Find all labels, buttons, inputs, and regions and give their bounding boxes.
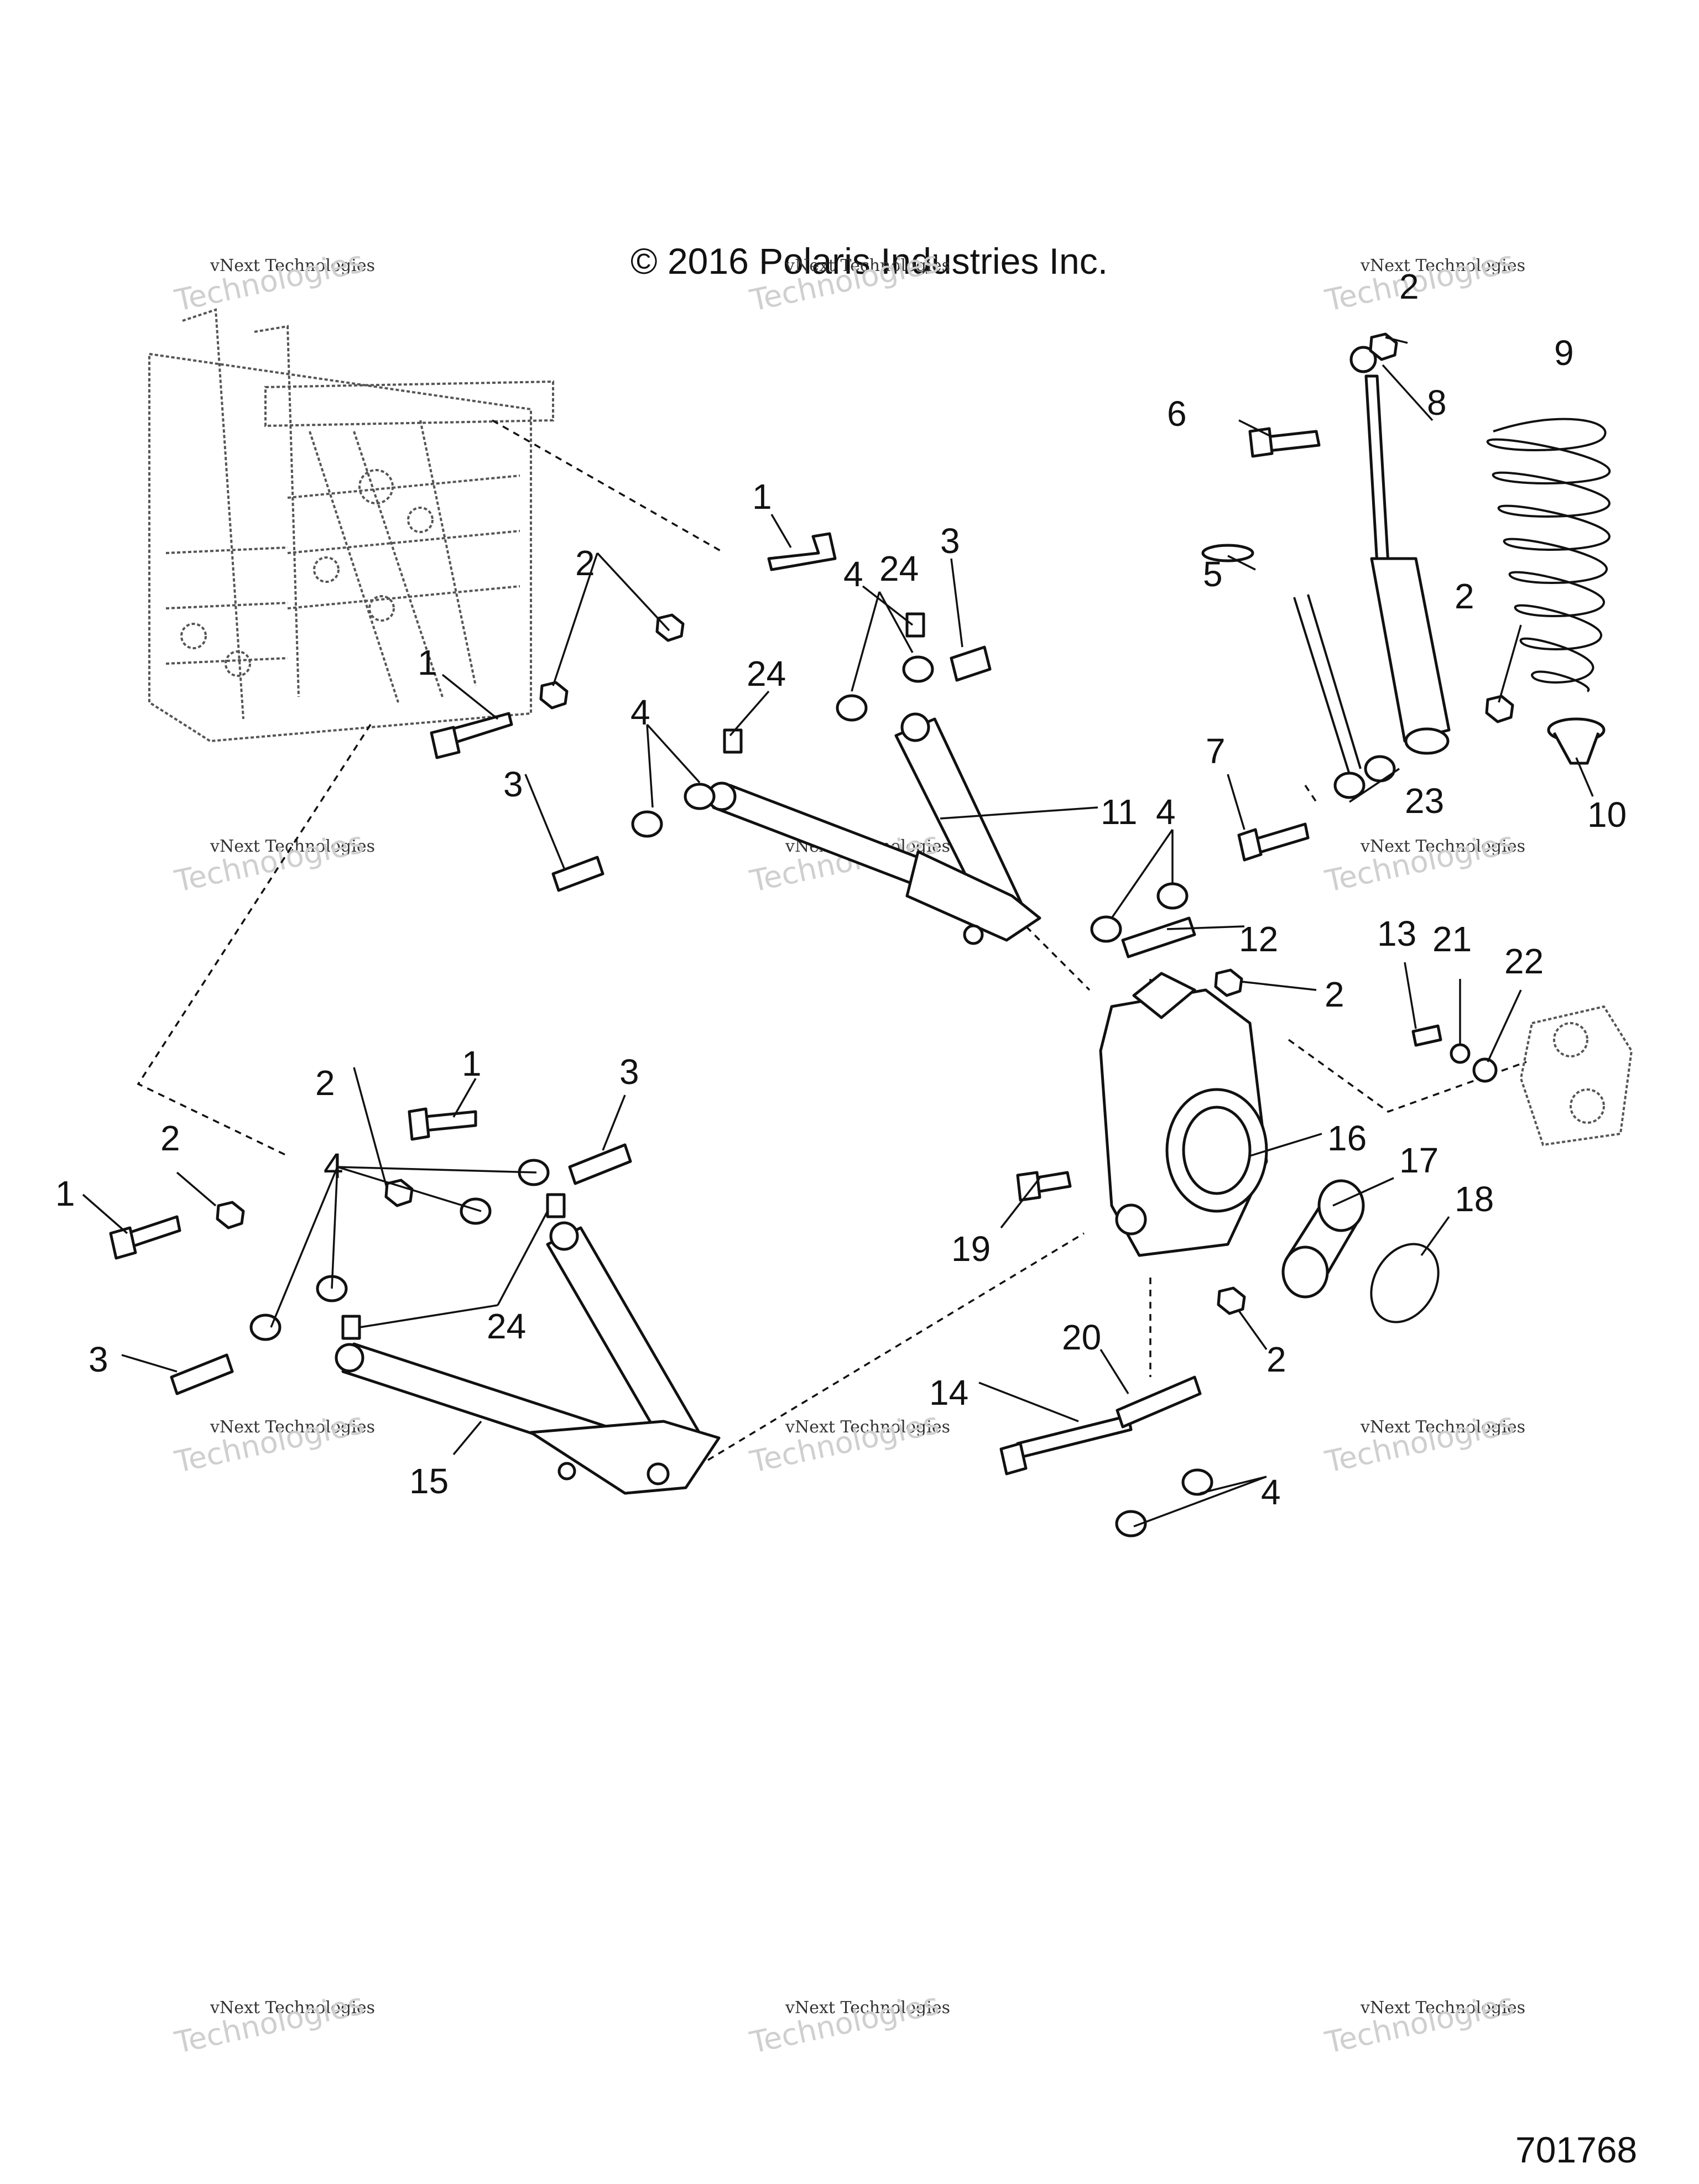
callout-3: 3	[503, 764, 523, 804]
callout-3: 3	[619, 1052, 639, 1092]
callout-17: 17	[1399, 1140, 1439, 1180]
callout-11: 11	[1101, 792, 1137, 832]
callout-6: 6	[1167, 394, 1187, 434]
lower-a-arm	[335, 1221, 721, 1495]
callout-4: 4	[324, 1146, 343, 1186]
wheel-bearing	[1281, 1179, 1365, 1299]
callout-2: 2	[315, 1063, 335, 1103]
bearing-carrier	[1099, 972, 1268, 1257]
callout-22: 22	[1504, 941, 1544, 981]
svg-text:vNext Technologies: vNext Technologies	[1360, 256, 1525, 275]
callout-1: 1	[55, 1174, 75, 1213]
bushings	[170, 645, 1396, 1537]
callout-1: 1	[462, 1044, 482, 1083]
svg-text:Technologies: Technologies	[171, 825, 367, 899]
callout-5: 5	[1203, 554, 1223, 594]
svg-text:vNext Technologies: vNext Technologies	[1360, 1998, 1525, 2018]
grease-fittings	[341, 612, 925, 1340]
svg-text:Technologies: Technologies	[1322, 1405, 1517, 1479]
callout-2: 2	[160, 1118, 180, 1158]
callout-10: 10	[1587, 795, 1627, 835]
svg-text:vNext Technologies: vNext Technologies	[210, 837, 375, 856]
svg-text:vNext Technologies: vNext Technologies	[1360, 1417, 1525, 1437]
callout-2: 2	[1267, 1339, 1286, 1379]
washers	[1201, 544, 1498, 1083]
callout-2: 2	[1325, 974, 1344, 1014]
callout-1: 1	[418, 643, 437, 682]
callout-24: 24	[879, 549, 919, 588]
svg-text:vNext Technologies: vNext Technologies	[785, 256, 950, 275]
callout-13: 13	[1377, 914, 1416, 953]
svg-text:Technologies: Technologies	[1322, 244, 1517, 318]
svg-text:vNext Technologies: vNext Technologies	[210, 1417, 375, 1437]
callout-2: 2	[1455, 576, 1474, 616]
callout-15: 15	[409, 1461, 449, 1501]
callout-21: 21	[1432, 919, 1472, 959]
callout-2: 2	[1399, 267, 1419, 306]
callout-12: 12	[1239, 919, 1278, 959]
callout-9: 9	[1554, 333, 1574, 373]
callout-4: 4	[1261, 1472, 1281, 1512]
callout-4: 4	[630, 692, 650, 732]
assembly-lines	[137, 419, 1527, 1461]
svg-text:Technologies: Technologies	[747, 1986, 942, 2060]
svg-text:Technologies: Technologies	[171, 1986, 367, 2060]
callout-2: 2	[575, 543, 595, 583]
svg-text:vNext Technologies: vNext Technologies	[1360, 837, 1525, 856]
coil-spring	[1486, 418, 1611, 692]
svg-text:Technologies: Technologies	[171, 244, 367, 318]
callout-4: 4	[843, 554, 863, 594]
spring-retainer	[1547, 717, 1606, 765]
callout-24: 24	[747, 654, 786, 694]
callout-24: 24	[487, 1306, 526, 1346]
svg-text:Technologies: Technologies	[747, 1405, 942, 1479]
svg-text:vNext Technologies: vNext Technologies	[210, 256, 375, 275]
callout-labels: 1 1 1 1 2 2 2 2 2 2 2 3 3 3 3 4 4 4 4 4 …	[55, 267, 1627, 1512]
callout-18: 18	[1455, 1179, 1494, 1219]
leader-lines	[82, 336, 1594, 1528]
bolts	[109, 427, 1442, 1476]
brake-caliper	[1519, 1005, 1633, 1146]
svg-text:Technologies: Technologies	[1322, 1986, 1517, 2060]
callout-16: 16	[1327, 1118, 1367, 1158]
retaining-ring	[1370, 1243, 1440, 1323]
upper-a-arm	[707, 712, 1041, 945]
callout-14: 14	[929, 1373, 968, 1412]
callout-7: 7	[1206, 731, 1226, 771]
svg-text:vNext Technologies: vNext Technologies	[785, 1998, 950, 2018]
callout-23: 23	[1405, 781, 1444, 821]
svg-text:vNext Technologies: vNext Technologies	[210, 1998, 375, 2018]
callout-4: 4	[1156, 792, 1176, 832]
nuts	[216, 332, 1514, 1315]
callout-20: 20	[1062, 1317, 1101, 1357]
callout-1: 1	[752, 477, 772, 517]
callout-3: 3	[88, 1339, 108, 1379]
copyright-title: © 2016 Polaris Industries Inc.	[630, 241, 1108, 282]
svg-text:Technologies: Technologies	[171, 1405, 367, 1479]
vehicle-frame	[148, 308, 554, 743]
callout-8: 8	[1427, 383, 1447, 423]
svg-text:Technologies: Technologies	[1322, 825, 1517, 899]
callout-19: 19	[951, 1229, 991, 1269]
svg-text:vNext Technologies: vNext Technologies	[785, 1417, 950, 1437]
document-number: 701768	[1515, 2129, 1637, 2170]
callout-3: 3	[940, 521, 960, 561]
shock-absorber	[1293, 346, 1451, 775]
